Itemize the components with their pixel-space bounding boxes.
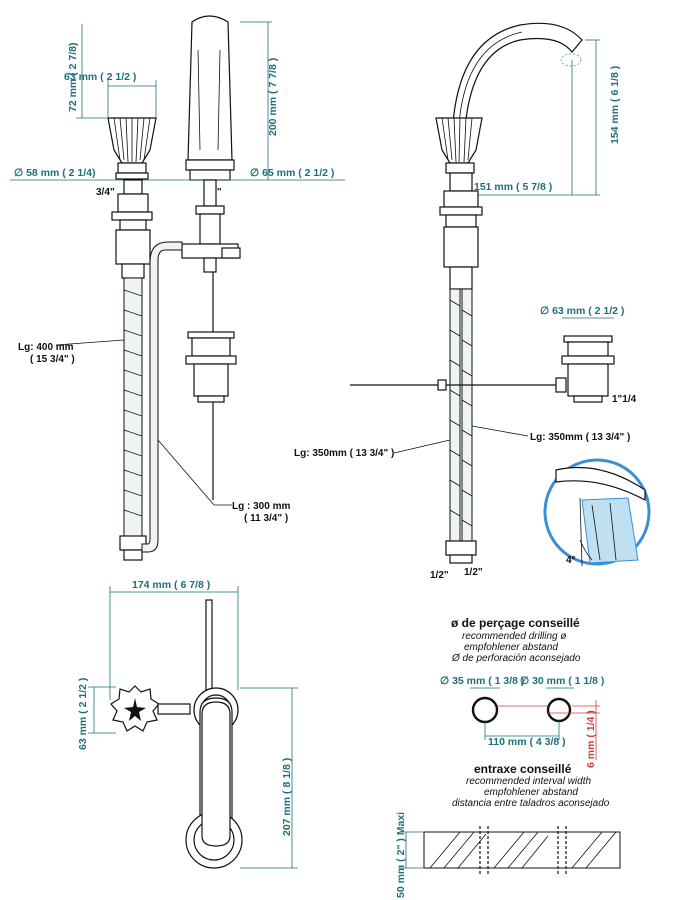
side-thread-a: 1/2" — [430, 570, 449, 581]
hose-300-inch: ( 11 3/4" ) — [244, 513, 288, 524]
interval-title: entraxe conseillé — [474, 762, 572, 776]
hose-300 — [141, 241, 183, 553]
reach-151-dim: 151 mm ( 5 7/8 ) — [474, 181, 552, 193]
hose-300-label: Lg : 300 mm — [232, 501, 290, 512]
hose-400-label: Lg: 400 mm — [18, 342, 74, 353]
hole-35 — [471, 696, 499, 724]
spout-angle-detail: 4° — [543, 458, 651, 567]
width-174-dim: 174 mm ( 6 7/8 ) — [132, 579, 210, 591]
gooseneck-spout — [451, 22, 583, 149]
side-view: 154 mm ( 6 1/8 ) 151 mm ( 5 7/8 ) 1/2" 1… — [294, 22, 651, 581]
hole-30 — [546, 697, 572, 723]
interval-es: distancia entre taladros aconsejado — [452, 798, 610, 809]
front-view: 63 mm ( 2 1/2 ) 72 mm ( 2 7/8) ∅ 58 mm (… — [10, 15, 345, 561]
side-hose-right: Lg: 350mm ( 13 3/4" ) — [530, 432, 630, 443]
drilling-title: ø de perçage conseillé — [451, 616, 580, 630]
hose-400 — [123, 277, 143, 537]
drilling-en: recommended drilling ø — [462, 631, 567, 642]
interval-en: recommended interval width — [466, 776, 591, 787]
drilling-section: ø de perçage conseillé recommended drill… — [395, 616, 621, 898]
drilling-es: Ø de perforación aconsejado — [451, 653, 581, 664]
top-view: 174 mm ( 6 7/8 ) 63 mm ( 2 1/2 ) 207 mm … — [77, 579, 298, 869]
drilling-de: empfohlener abstand — [464, 642, 558, 653]
side-hose-left: Lg: 350mm ( 13 3/4" ) — [294, 448, 394, 459]
handle-height-dim: 72 mm ( 2 7/8) — [67, 43, 79, 112]
spout — [185, 15, 235, 181]
hole-30-dim: ∅ 30 mm ( 1 1/8 ) — [520, 675, 604, 687]
waste-diameter-dim: ∅ 63 mm ( 2 1/2 ) — [540, 305, 624, 317]
side-thread-b: 1/2" — [464, 567, 483, 578]
thread-3-4: 3/4" — [96, 187, 115, 198]
hose-400-inch: ( 15 3/4" ) — [30, 354, 75, 365]
spout-height-dim: 200 mm ( 7 7/8 ) — [267, 58, 279, 136]
cross-handle — [107, 117, 157, 180]
deck-section: 50 mm ( 2" ) Maxi — [395, 812, 621, 898]
spout-diameter-dim: ∅ 65 mm ( 2 1/2 ) — [250, 167, 334, 179]
left-diameter-dim: ∅ 58 mm ( 2 1/4) — [14, 167, 96, 179]
dim-207-top: 207 mm ( 8 1/8 ) — [281, 758, 293, 836]
angle-label: 4° — [566, 555, 576, 566]
hole-35-dim: ∅ 35 mm ( 1 3/8 ) — [440, 675, 524, 687]
offset-6-dim: 6 mm ( 1/4 ) — [585, 710, 597, 768]
thickness-dim: 50 mm ( 2" ) Maxi — [395, 812, 407, 898]
spacing-110-dim: 110 mm ( 4 3/8 ) — [488, 736, 566, 748]
interval-de: empfohlener abstand — [484, 787, 578, 798]
dim-63-top: 63 mm ( 2 1/2 ) — [77, 678, 89, 750]
height-154-dim: 154 mm ( 6 1/8 ) — [609, 66, 621, 144]
waste-thread: 1"1/4 — [612, 394, 637, 405]
